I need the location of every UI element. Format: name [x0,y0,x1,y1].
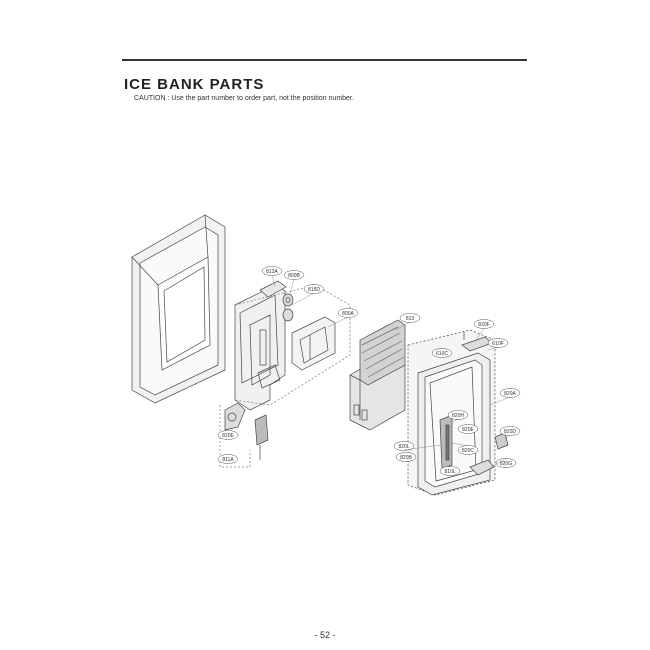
callout-label: 820G [500,461,512,467]
callout-label: 820B [400,455,412,461]
callout-label: 815D [308,287,320,293]
exploded-parts-diagram: 812A 800B 815D 800A 813 820F 610C 610F 8… [131,214,521,496]
ice-bank-module [349,319,406,431]
callout-820a [499,388,521,398]
callout-813 [399,313,421,323]
callout-815d [303,284,325,294]
callout-800a [337,308,359,318]
callout-810l [439,466,461,476]
motor-parts [219,402,269,468]
bracket-components [259,280,336,371]
callout-label: 610C [436,351,448,357]
callout-610c [431,348,453,358]
bracket-assembly [234,284,286,411]
page-title: ICE BANK PARTS [124,76,265,93]
callout-label: 820E [222,433,234,439]
callout-label: 810L [444,469,455,475]
callout-820e [457,424,479,434]
callout-label: 820L [398,444,409,450]
callout-820b [395,452,417,462]
liner-frame [131,214,226,404]
callout-820e-lower [217,430,239,440]
callout-811a [217,454,239,464]
callout-820l [393,441,415,451]
callout-610f [487,338,509,348]
callout-label: 820E [462,427,474,433]
callout-label: 800B [288,273,300,279]
caution-note: CAUTION : Use the part number to order p… [134,95,354,102]
callout-label: 800A [342,311,354,317]
callout-820h [447,410,469,420]
callout-label: 610F [492,341,503,347]
callout-label: 820F [478,322,489,328]
page-number: - 52 - [314,630,336,640]
callout-label: 820D [504,429,516,435]
callout-label: 820H [452,413,464,419]
callout-820g [495,458,517,468]
callout-label: 811A [222,457,234,463]
callout-820f [473,319,495,329]
callout-label: 813 [406,316,415,322]
callout-820c [457,445,479,455]
callout-label: 820A [504,391,516,397]
callout-label: 812A [266,269,278,275]
header-rule [122,59,527,61]
callout-label: 820C [462,448,474,454]
callout-820d [499,426,521,436]
